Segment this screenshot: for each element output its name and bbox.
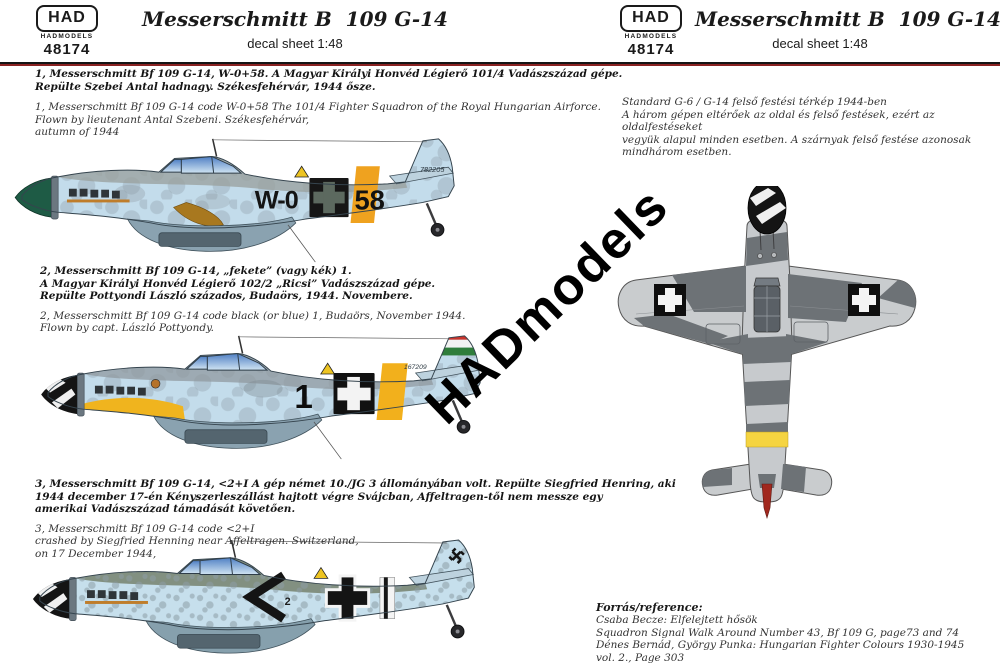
canopy	[159, 155, 243, 174]
radiator	[158, 232, 242, 247]
aerial-wire	[231, 540, 447, 544]
spinner	[14, 175, 59, 220]
scheme3-en-line: on 17 December 1944,	[35, 547, 157, 560]
unit-emblem	[150, 379, 161, 389]
sheet-title: Messerschmitt B 109 G-14	[695, 7, 1000, 31]
warning-triangle-icon	[294, 165, 310, 178]
scheme3-hu-line: 3, Messerschmitt Bf 109 G-14, <2+I A gép…	[35, 478, 676, 490]
exhaust-stacks	[66, 188, 130, 203]
white-bar-marking	[379, 577, 395, 619]
warning-triangle-icon	[313, 566, 329, 579]
scheme2-text: 2, Messerschmitt Bf 109 G-14, „fekete” (…	[40, 265, 465, 335]
antenna-mast	[211, 138, 218, 157]
reference-heading: Forrás/reference:	[596, 601, 703, 614]
topview-note-line: Standard G-6 / G-14 felső festési térkép…	[622, 96, 887, 108]
orange-band	[350, 166, 380, 223]
werk-number: 782205	[420, 165, 445, 174]
scheme1-text: 1, Messerschmitt Bf 109 G-14, W-0+58. A …	[35, 68, 622, 139]
airframe: W-0 58 782205	[14, 138, 455, 263]
topview-note-line: A három gépen eltérőek az oldal és felső…	[622, 108, 935, 134]
fuselage-code-left: W-0	[255, 186, 299, 214]
topview-note-line: vegyük alapul minden esetben. A szárnyak…	[622, 133, 972, 159]
scheme2-en-line: Flown by capt. László Pottyondy.	[40, 322, 214, 335]
catalog-number: 48174	[627, 41, 675, 58]
scheme1-hu-line: 1, Messerschmitt Bf 109 G-14, W-0+58. A …	[35, 68, 623, 80]
scheme2-en-line: 2, Messerschmitt Bf 109 G-14 code black …	[40, 309, 466, 322]
brand-subtext: HADMODELS	[40, 33, 94, 40]
yellow-band	[376, 363, 408, 420]
hungarian-tricolor	[431, 335, 481, 356]
aircraft-top-view	[617, 186, 917, 520]
tailwheel	[451, 399, 471, 434]
chevron-marking	[242, 571, 287, 623]
aircraft-profile-2: 1 167209	[41, 335, 481, 460]
sheet-subtitle: decal sheet 1:48	[772, 36, 868, 51]
radiator	[184, 429, 268, 444]
canopy	[178, 557, 262, 575]
scheme1-en-line: 1, Messerschmitt Bf 109 G-14 code W-0+58…	[35, 101, 601, 114]
wingroot-yellow-panel	[173, 202, 224, 227]
right-wing-cross	[848, 284, 880, 316]
fuselage-yellow-band	[745, 431, 789, 448]
markings: 2	[242, 547, 465, 623]
aircraft-profile-3: 2	[32, 539, 475, 654]
spinner	[41, 372, 85, 417]
scheme3-hu-line: amerikai Vadászszázad támadását követően…	[35, 503, 296, 516]
topview-note: Standard G-6 / G-14 felső festési térkép…	[622, 96, 982, 159]
aircraft-profile-1: W-0 58 782205	[14, 138, 455, 263]
tailwheel	[445, 604, 465, 639]
sheet-title: Messerschmitt B 109 G-14	[142, 7, 448, 31]
had-logo-left: HAD HADMODELS 48174	[28, 5, 106, 58]
werk-number: 167209	[404, 364, 427, 371]
reference-line: Csaba Becze: Elfelejtett hősök	[596, 614, 758, 626]
reference-block: Forrás/reference: Csaba Becze: Elfelejte…	[596, 601, 986, 664]
chevron-number: 2	[285, 596, 291, 608]
swastika-icon	[448, 547, 465, 564]
canopy-top	[753, 277, 781, 333]
left-wing-radiator	[705, 323, 741, 345]
scheme3-text: 3, Messerschmitt Bf 109 G-14, <2+I A gép…	[35, 478, 676, 561]
scheme1-en-line: autumn of 1944	[35, 126, 120, 139]
spinner-top	[747, 186, 787, 235]
header-divider	[0, 62, 1000, 66]
brand-subtext: HADMODELS	[624, 33, 678, 40]
antenna-mast	[237, 335, 244, 354]
had-logo-right: HAD HADMODELS 48174	[612, 5, 690, 58]
had-logo-box: HAD	[36, 5, 98, 32]
markings: 1 167209	[294, 335, 481, 420]
catalog-number: 48174	[43, 41, 91, 58]
canopy	[185, 352, 269, 371]
left-wing-cross	[654, 284, 686, 316]
reference-line: Squadron Signal Walk Around Number 43, B…	[596, 626, 960, 639]
aerial-wire	[238, 336, 453, 340]
right-wing-radiator	[793, 321, 829, 343]
scheme1-en-line: Flown by lieutenant Antal Szebeni. Széke…	[35, 113, 310, 126]
brand-text: HAD	[632, 9, 670, 26]
reference-line: Dénes Bernád, György Punka: Hungarian Fi…	[596, 639, 965, 664]
scheme2-hu-line: Repülte Pottyondi László százados, Budaö…	[40, 290, 413, 303]
title-block-right: Messerschmitt B 109 G-14 decal sheet 1:4…	[695, 7, 1000, 51]
scheme3-en-line: 3, Messerschmitt Bf 109 G-14 code <2+I	[35, 522, 255, 535]
brand-text: HAD	[48, 9, 86, 26]
sheet-subtitle: decal sheet 1:48	[247, 36, 343, 51]
fuselage-code: 1	[294, 379, 312, 416]
tailwheel	[425, 202, 445, 237]
scheme2-hu-line: 2, Messerschmitt Bf 109 G-14, „fekete” (…	[40, 265, 352, 277]
rudder-red-tip	[761, 483, 773, 520]
radiator	[177, 634, 261, 649]
scheme2-hu-line: A Magyar Királyi Honvéd Légierő 102/2 „R…	[40, 277, 436, 290]
had-logo-box: HAD	[620, 5, 682, 32]
title-block-left: Messerschmitt B 109 G-14 decal sheet 1:4…	[120, 7, 470, 51]
warning-triangle-icon	[320, 362, 336, 375]
scheme3-hu-line: 1944 december 17-én Kényszerleszállást h…	[35, 490, 603, 503]
plan-airframe	[617, 186, 917, 520]
scheme3-en-line: crashed by Siegfried Henning near Affelt…	[35, 535, 359, 548]
exhaust-stacks	[85, 590, 148, 604]
aerial-wire	[212, 139, 427, 143]
scheme1-hu-line: Repülte Szebei Antal hadnagy. Székesfehé…	[35, 80, 376, 93]
antenna-mast	[230, 539, 237, 558]
exhaust-stacks	[94, 385, 146, 396]
